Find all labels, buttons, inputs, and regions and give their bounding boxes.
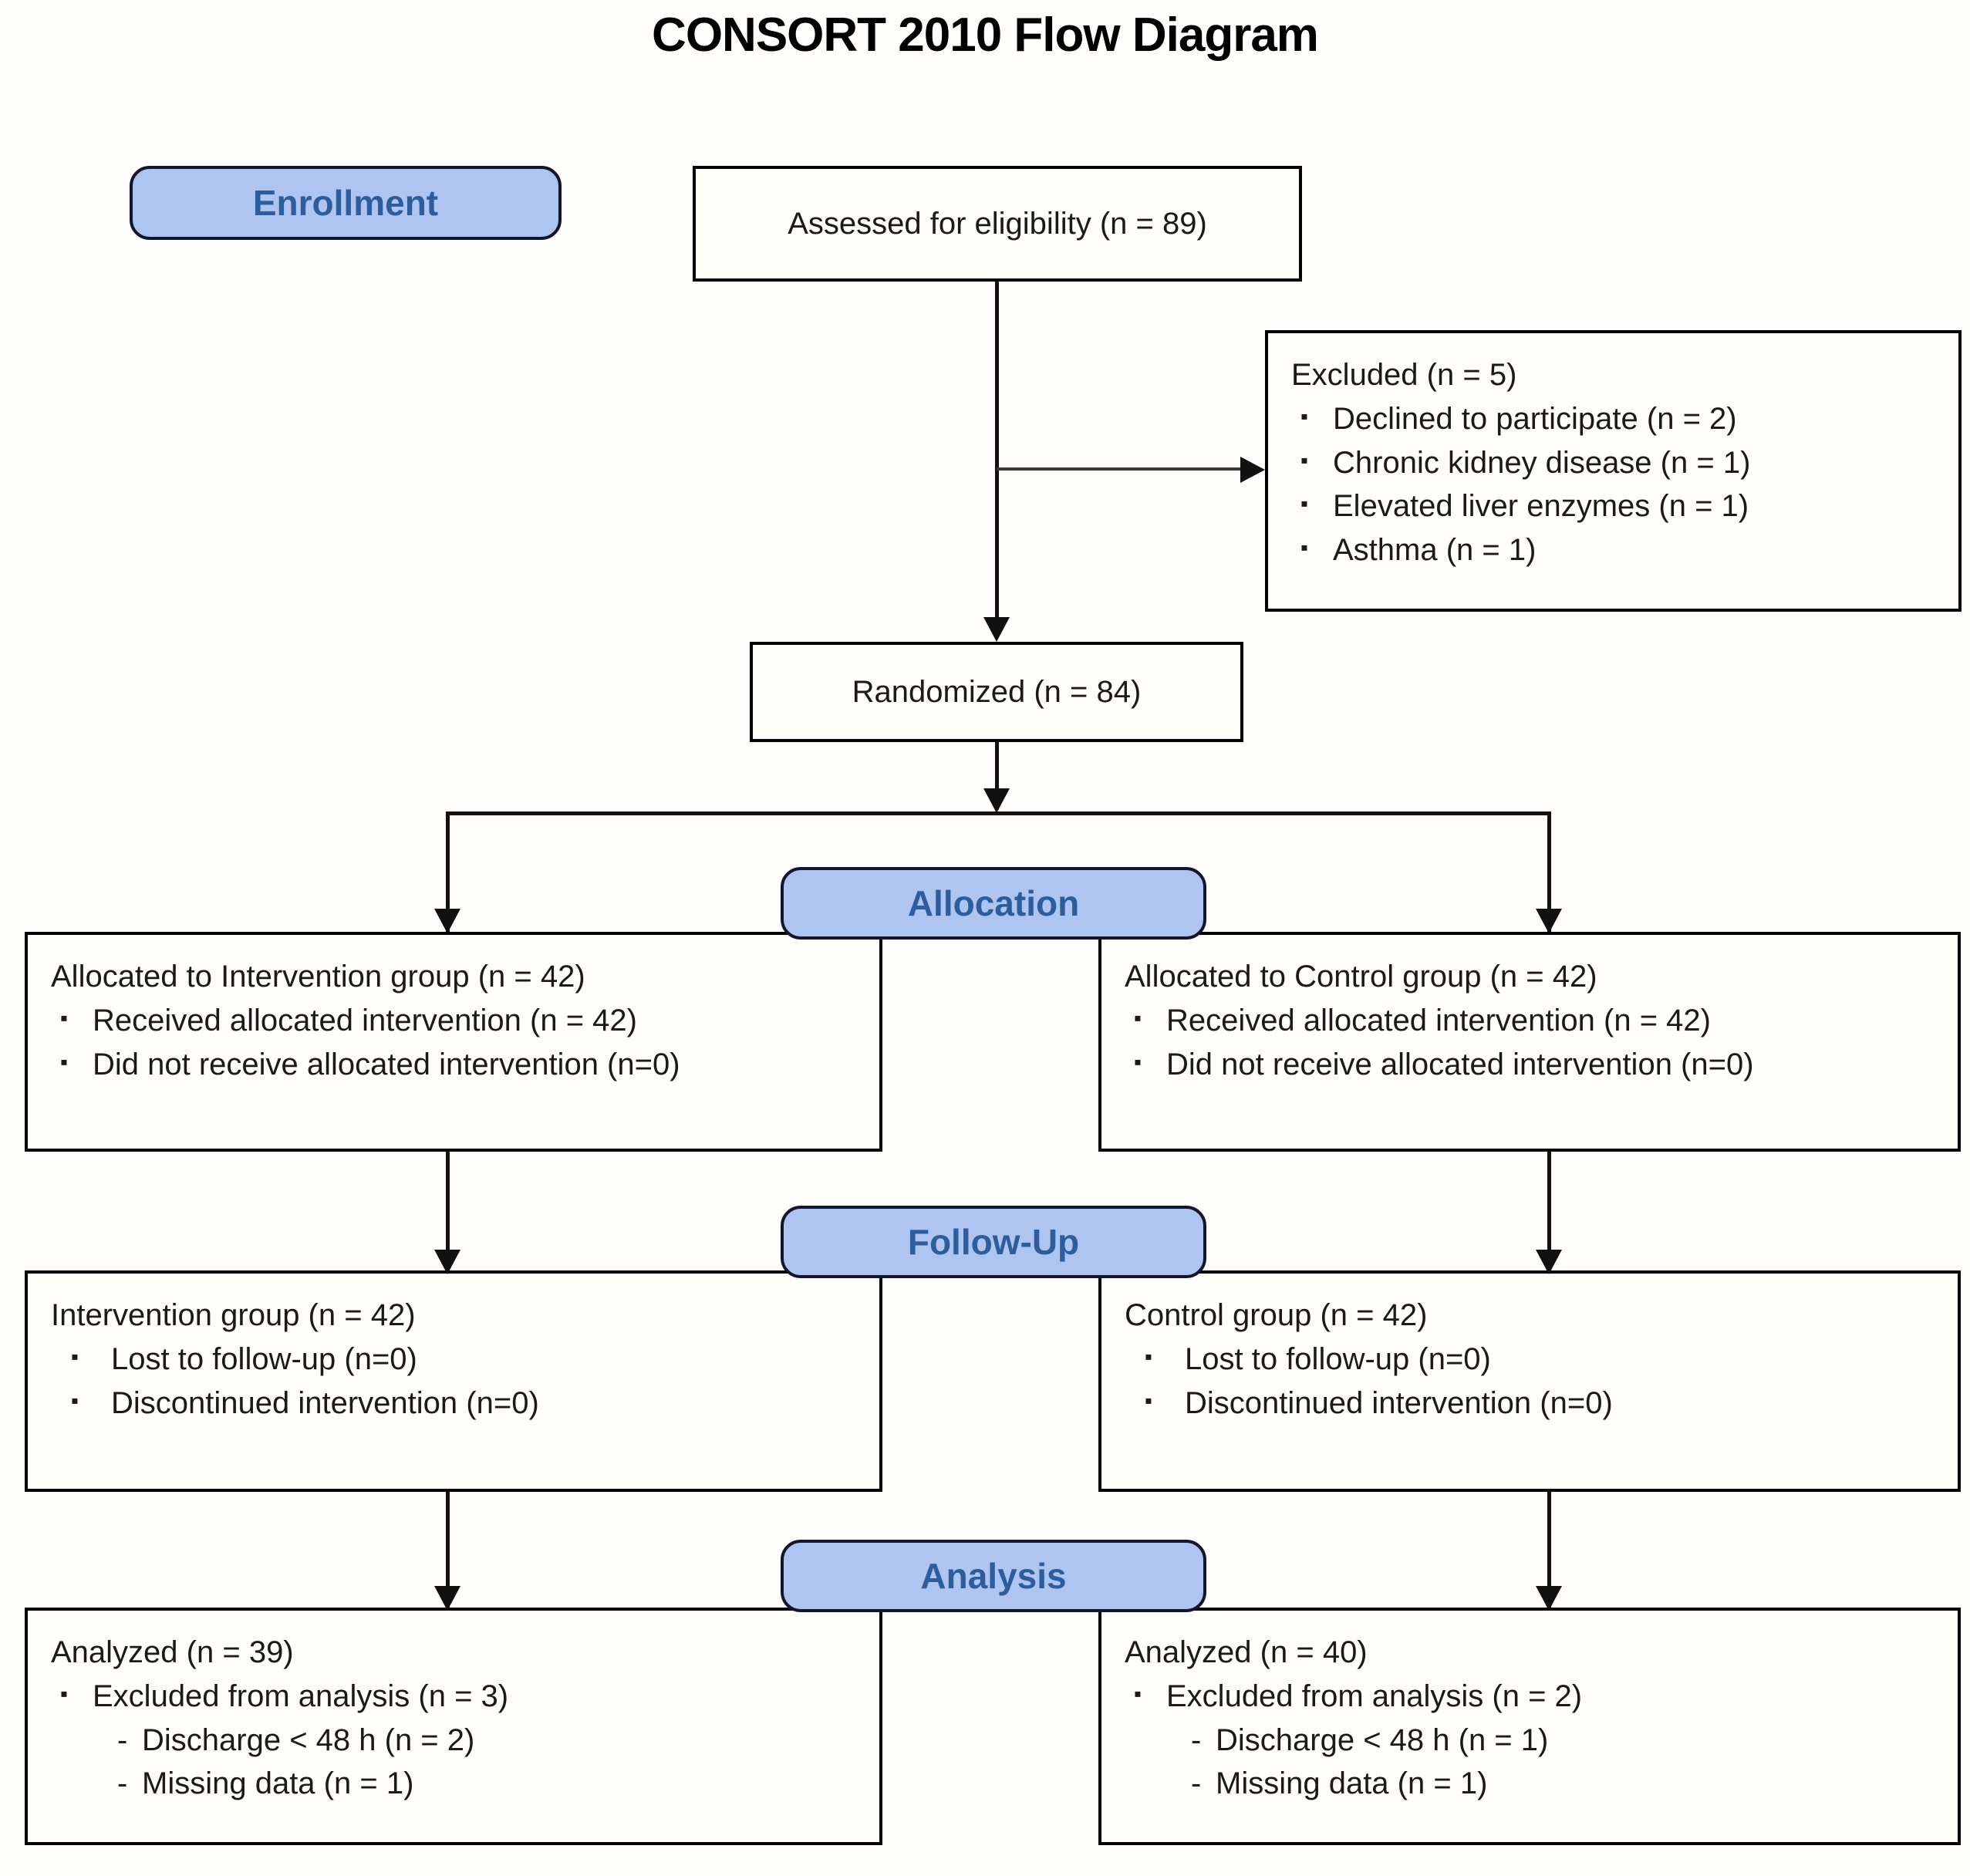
list-item: Discharge < 48 h (n = 1) bbox=[1125, 1719, 1935, 1763]
connector-followup-right-to-analysis bbox=[1547, 1492, 1551, 1608]
analysis-right-list: Excluded from analysis (n = 2) bbox=[1125, 1673, 1935, 1719]
arrowhead-analysis-right bbox=[1536, 1586, 1562, 1611]
list-item: Missing data (n = 1) bbox=[1125, 1762, 1935, 1806]
arrowhead-randomized-split bbox=[983, 788, 1010, 813]
box-allocated-intervention: Allocated to Intervention group (n = 42)… bbox=[25, 932, 882, 1152]
connector-to-excluded bbox=[997, 467, 1243, 471]
list-item: Lost to follow-up (n=0) bbox=[51, 1336, 856, 1382]
analysis-right-label: Analyzed (n = 40) bbox=[1125, 1635, 1368, 1669]
connector-followup-left-to-analysis bbox=[446, 1492, 450, 1608]
box-analysis-intervention: Analyzed (n = 39) Excluded from analysis… bbox=[25, 1608, 882, 1845]
follow-right-list: Lost to follow-up (n=0) Discontinued int… bbox=[1125, 1336, 1935, 1426]
analysis-right-sublist: Discharge < 48 h (n = 1) Missing data (n… bbox=[1125, 1719, 1935, 1807]
list-item: Elevated liver enzymes (n = 1) bbox=[1291, 483, 1935, 528]
alloc-right-list: Received allocated intervention (n = 42)… bbox=[1125, 997, 1935, 1087]
box-allocated-control: Allocated to Control group (n = 42) Rece… bbox=[1098, 932, 1961, 1152]
list-item: Discontinued intervention (n=0) bbox=[1125, 1380, 1935, 1426]
stage-pill-analysis-label: Analysis bbox=[920, 1556, 1067, 1596]
stage-pill-enrollment-label: Enrollment bbox=[252, 183, 439, 223]
analysis-left-label: Analyzed (n = 39) bbox=[51, 1635, 294, 1669]
connector-split-bar bbox=[446, 811, 1550, 815]
stage-pill-followup: Follow-Up bbox=[781, 1206, 1206, 1278]
connector-split-left bbox=[446, 811, 450, 932]
stage-pill-allocation: Allocation bbox=[781, 867, 1206, 940]
arrowhead-followup-left bbox=[434, 1250, 460, 1274]
arrowhead-to-excluded bbox=[1240, 457, 1265, 483]
list-item: Lost to follow-up (n=0) bbox=[1125, 1336, 1935, 1382]
list-item: Discharge < 48 h (n = 2) bbox=[51, 1719, 856, 1763]
randomized-label: Randomized (n = 84) bbox=[852, 674, 1142, 709]
stage-pill-followup-label: Follow-Up bbox=[907, 1222, 1080, 1262]
stage-pill-analysis: Analysis bbox=[781, 1540, 1206, 1612]
box-followup-control: Control group (n = 42) Lost to follow-up… bbox=[1098, 1270, 1961, 1492]
assessed-label: Assessed for eligibility (n = 89) bbox=[788, 206, 1207, 241]
follow-right-label: Control group (n = 42) bbox=[1125, 1298, 1428, 1332]
list-item: Chronic kidney disease (n = 1) bbox=[1291, 440, 1935, 485]
connector-alloc-left-to-followup bbox=[446, 1152, 450, 1270]
arrowhead-alloc-right bbox=[1536, 909, 1562, 933]
follow-left-list: Lost to follow-up (n=0) Discontinued int… bbox=[51, 1336, 856, 1426]
follow-left-label: Intervention group (n = 42) bbox=[51, 1298, 416, 1332]
stage-pill-enrollment: Enrollment bbox=[130, 166, 562, 240]
arrowhead-alloc-left bbox=[434, 909, 460, 933]
arrowhead-followup-right bbox=[1536, 1250, 1562, 1274]
box-analysis-control: Analyzed (n = 40) Excluded from analysis… bbox=[1098, 1608, 1961, 1845]
alloc-right-label: Allocated to Control group (n = 42) bbox=[1125, 960, 1597, 994]
page-title: CONSORT 2010 Flow Diagram bbox=[652, 8, 1319, 62]
list-item: Excluded from analysis (n = 3) bbox=[51, 1673, 856, 1719]
excluded-label: Excluded (n = 5) bbox=[1291, 358, 1517, 392]
box-assessed-for-eligibility: Assessed for eligibility (n = 89) bbox=[693, 166, 1302, 282]
arrowhead-analysis-left bbox=[434, 1586, 460, 1611]
alloc-left-list: Received allocated intervention (n = 42)… bbox=[51, 997, 856, 1087]
list-item: Asthma (n = 1) bbox=[1291, 527, 1935, 572]
list-item: Missing data (n = 1) bbox=[51, 1762, 856, 1806]
list-item: Did not receive allocated intervention (… bbox=[51, 1041, 856, 1087]
connector-alloc-right-to-followup bbox=[1547, 1152, 1551, 1270]
list-item: Received allocated intervention (n = 42) bbox=[51, 997, 856, 1043]
box-excluded: Excluded (n = 5) Declined to participate… bbox=[1265, 330, 1962, 612]
excluded-reason-list: Declined to participate (n = 2) Chronic … bbox=[1291, 396, 1935, 572]
list-item: Discontinued intervention (n=0) bbox=[51, 1380, 856, 1426]
list-item: Received allocated intervention (n = 42) bbox=[1125, 997, 1935, 1043]
list-item: Did not receive allocated intervention (… bbox=[1125, 1041, 1935, 1087]
connector-assessed-trunk bbox=[995, 282, 999, 619]
list-item: Excluded from analysis (n = 2) bbox=[1125, 1673, 1935, 1719]
arrowhead-to-randomized bbox=[983, 617, 1010, 642]
stage-pill-allocation-label: Allocation bbox=[907, 883, 1080, 923]
alloc-left-label: Allocated to Intervention group (n = 42) bbox=[51, 960, 585, 994]
box-followup-intervention: Intervention group (n = 42) Lost to foll… bbox=[25, 1270, 882, 1492]
connector-randomized-down bbox=[995, 742, 999, 810]
list-item: Declined to participate (n = 2) bbox=[1291, 396, 1935, 441]
analysis-left-list: Excluded from analysis (n = 3) bbox=[51, 1673, 856, 1719]
analysis-left-sublist: Discharge < 48 h (n = 2) Missing data (n… bbox=[51, 1719, 856, 1807]
connector-split-right bbox=[1547, 811, 1551, 932]
box-randomized: Randomized (n = 84) bbox=[750, 642, 1243, 742]
